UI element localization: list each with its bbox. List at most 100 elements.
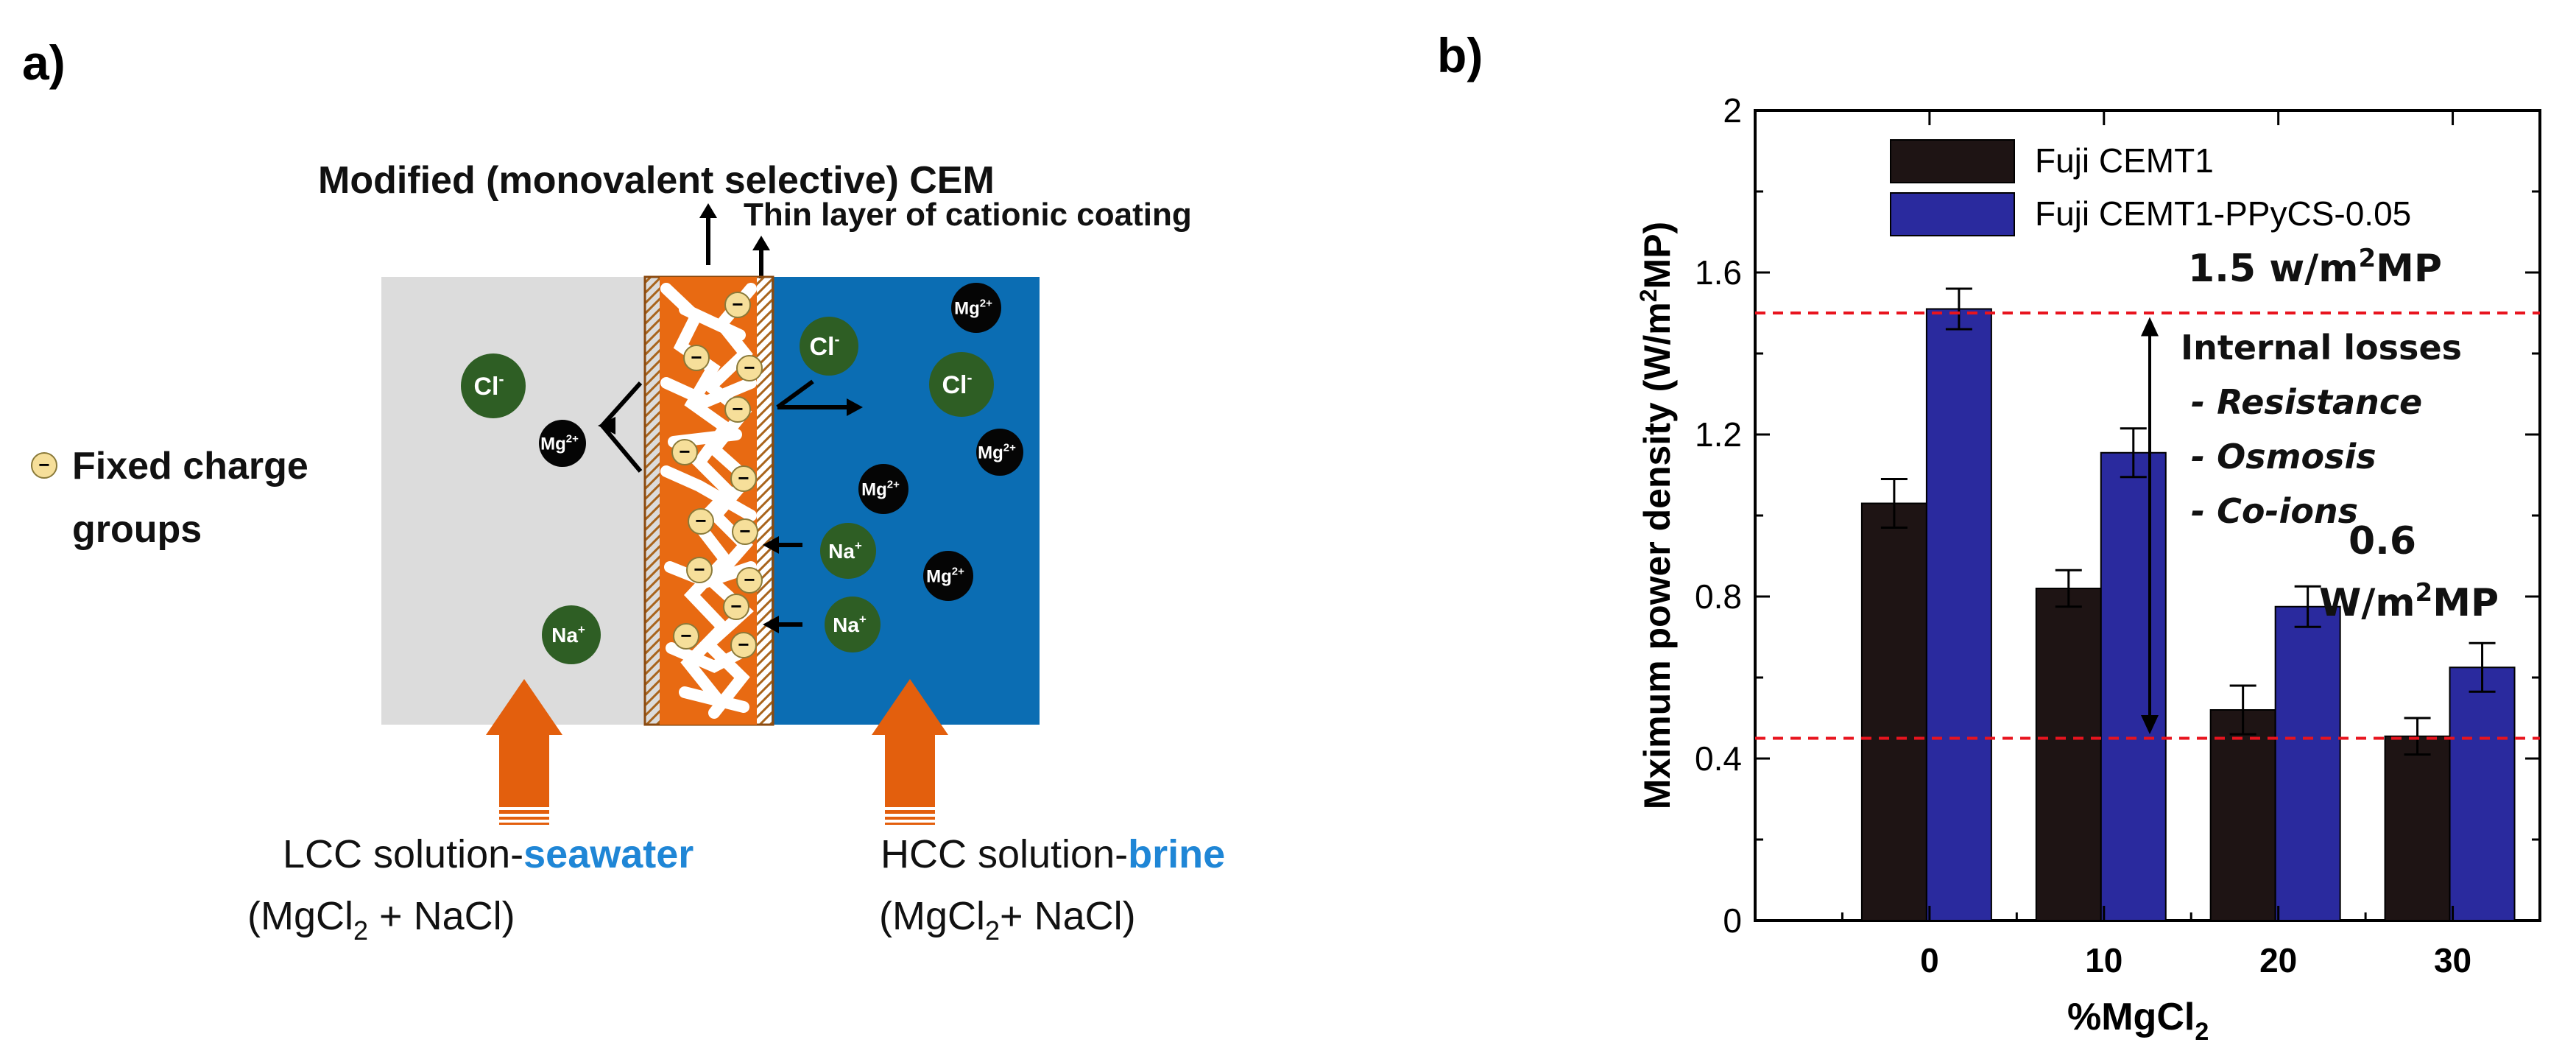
bar-fuji-cemt1-ppycs-30: [2449, 666, 2516, 921]
ion-na: Na+: [542, 605, 601, 664]
fixed-charge-symbol: −: [691, 346, 702, 368]
bar-fuji-cemt1-ppycs-20: [2274, 605, 2341, 921]
mg-rejection-arrow-head: [598, 417, 615, 434]
fixed-charge-legend-symbol: −: [38, 454, 49, 476]
y-tick-label: 0.8: [1695, 577, 1742, 616]
fixed-charge-site: −: [673, 623, 699, 650]
panel-b-label: b): [1437, 28, 1483, 82]
legend-label: Fuji CEMT1-PPyCS-0.05: [2035, 194, 2411, 233]
y-axis-label: Mximum power density (W/m2MP): [1635, 222, 1678, 809]
ion-mg: Mg2+: [858, 464, 908, 514]
x-tick-label: 20: [2259, 941, 2297, 979]
lcc-formula-sub: 2: [353, 915, 368, 946]
ion-na: Na+: [825, 597, 881, 652]
ion-label: Mg2+: [954, 298, 992, 319]
hcc-caption: HCC solution-brine: [881, 832, 1225, 876]
y-tick-label: 2: [1723, 91, 1742, 130]
error-bar: [2469, 641, 2496, 693]
legend-label: Fuji CEMT1: [2035, 141, 2214, 180]
hcc-caption-prefix: HCC solution-: [881, 832, 1128, 876]
x-tick-label: 30: [2434, 941, 2471, 979]
ion-label: Na+: [828, 538, 862, 563]
fixed-charge-symbol: −: [738, 633, 749, 655]
fixed-charge-symbol: −: [744, 356, 755, 379]
y-tick-label: 1.6: [1695, 253, 1742, 292]
y-axis-ticks: 00.40.81.21.62: [1695, 91, 2540, 940]
y-tick-label: 0.4: [1695, 739, 1742, 778]
ion-na: Na+: [820, 523, 876, 579]
peak-annotation-a: 1.5 w/m: [2188, 247, 2358, 291]
bar-fuji-cemt1-ppycs-0: [1925, 308, 1992, 921]
ion-mg: Mg2+: [976, 429, 1023, 476]
fixed-charge-site: −: [683, 345, 710, 371]
low-annotation-line2: W/m2MP: [2319, 578, 2499, 625]
fixed-charge-site: −: [736, 567, 763, 594]
na-arrow-2-head: [763, 616, 779, 633]
fixed-charge-site: −: [723, 594, 749, 620]
losses-arrow-head-bottom: [2141, 715, 2159, 734]
ion-label: Mg2+: [926, 566, 964, 587]
cl-cross-arrow-stem: [776, 379, 814, 409]
ion-mg: Mg2+: [539, 420, 586, 467]
bar-fuji-cemt1-0: [1860, 502, 1927, 921]
fixed-charge-legend-icon: −: [31, 452, 57, 479]
bar-fuji-cemt1-30: [2384, 735, 2451, 921]
error-bar: [2229, 684, 2256, 736]
hcc-caption-highlight: brine: [1128, 832, 1225, 876]
ion-label: Na+: [833, 612, 867, 636]
fixed-charge-site: −: [688, 508, 714, 535]
bar-fuji-cemt1-20: [2209, 709, 2276, 921]
legend-swatch-fuji-cemt1-ppycs: [1890, 192, 2015, 236]
lcc-feed-arrow: [486, 679, 562, 825]
panel-a-label: a): [22, 35, 66, 90]
lcc-caption-highlight: seawater: [523, 832, 694, 876]
ion-cl: Cl-: [929, 352, 994, 417]
error-bar: [1880, 478, 1908, 529]
panel-a-title: Modified (monovalent selective) CEM: [318, 159, 995, 202]
panel-a: a) Modified (monovalent selective) CEM T…: [22, 35, 1225, 946]
fixed-charge-symbol: −: [732, 293, 743, 315]
cl-cross-arrow-head: [847, 398, 863, 416]
fixed-charge-legend: − Fixed charge groups: [31, 445, 308, 551]
ion-label: Mg2+: [540, 433, 579, 454]
fixed-charge-sites: −−−−−−−−−−−−−: [671, 292, 763, 658]
membrane-arrow-head: [699, 203, 717, 218]
lcc-formula: (MgCl2 + NaCl): [247, 894, 515, 946]
ion-label: Mg2+: [861, 479, 900, 500]
hcc-formula-a: (MgCl: [879, 894, 985, 938]
fixed-charge-site: −: [671, 439, 698, 465]
fixed-charge-symbol: −: [744, 569, 755, 591]
losses-item-co-ions: - Co-ions: [2191, 491, 2358, 531]
y-axis-label-a: Mximum power density (W/m: [1637, 302, 1678, 809]
lcc-formula-b: + NaCl): [368, 894, 515, 938]
membrane: −−−−−−−−−−−−−: [643, 275, 774, 726]
error-bar: [2294, 585, 2321, 628]
ions-layer: Cl- Mg2+ Na+ Cl- Cl- Mg2+ Mg2+ Mg2+ Na+ Mg2+ Na+: [461, 283, 1023, 664]
lcc-formula-a: (MgCl: [247, 894, 353, 938]
ion-cl: Cl-: [800, 317, 858, 376]
fixed-charge-symbol: −: [739, 520, 750, 542]
ion-mg: Mg2+: [951, 283, 1001, 333]
fixed-charge-site: −: [736, 355, 763, 381]
y-axis-label-sup: 2: [1635, 289, 1662, 302]
peak-annotation: 1.5 w/m2MP: [2188, 244, 2442, 291]
fixed-charge-site: −: [730, 632, 757, 658]
y-tick-label: 1.2: [1695, 415, 1742, 454]
x-tick-label: 10: [2085, 941, 2122, 979]
error-bar: [2055, 569, 2082, 608]
error-bar: [1945, 287, 1972, 331]
fixed-charge-site: −: [724, 396, 751, 423]
lcc-caption: LCC solution-seawater: [283, 832, 694, 876]
fixed-charge-legend-line2: groups: [72, 508, 202, 551]
ion-mg: Mg2+: [923, 551, 973, 601]
chart-marks: [1755, 287, 2540, 921]
ion-label: Cl-: [474, 371, 504, 401]
ion-label: Cl-: [810, 331, 840, 361]
low-annotation-line1: 0.6: [2349, 519, 2416, 563]
bar-fuji-cemt1-ppycs-10: [2100, 451, 2167, 921]
losses-title: Internal losses: [2181, 328, 2462, 367]
